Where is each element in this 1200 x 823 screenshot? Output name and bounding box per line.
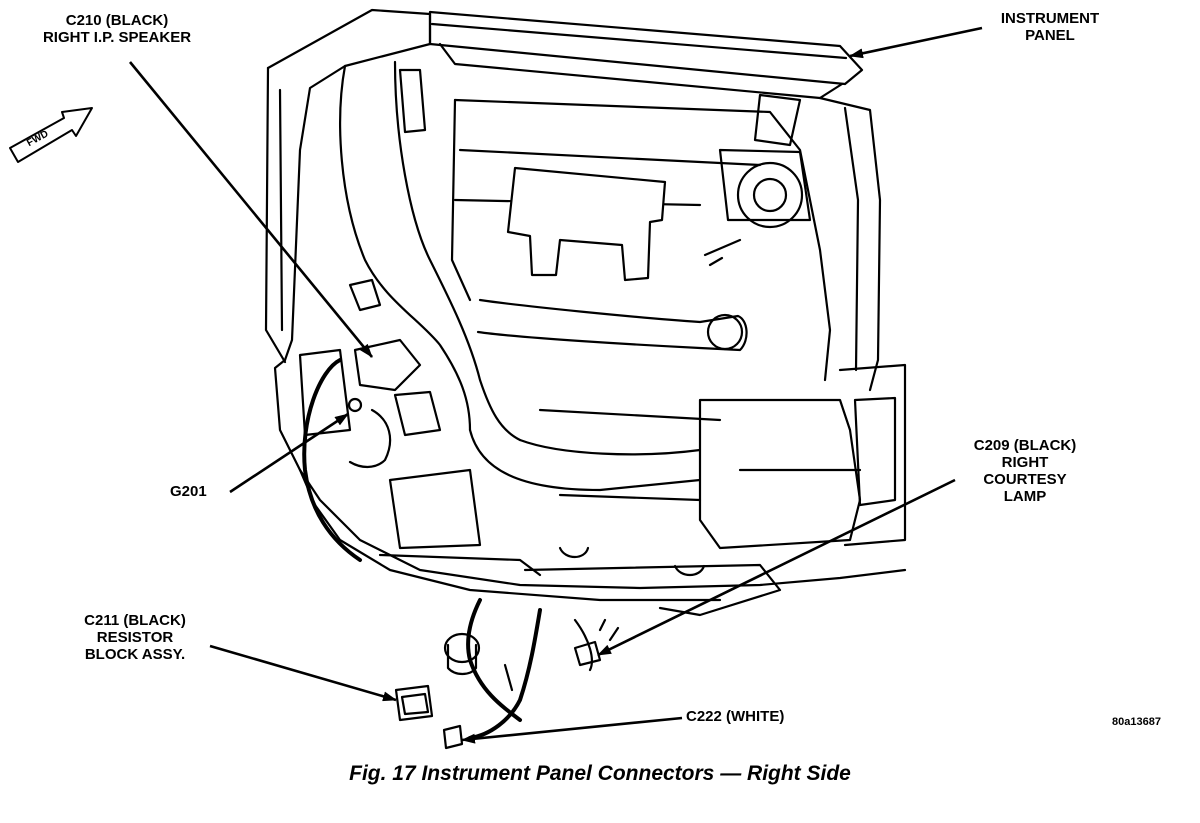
c211-line3: BLOCK ASSY.: [84, 646, 186, 663]
c222-text: C222 (WHITE): [686, 708, 785, 725]
instrument-panel-label: INSTRUMENT PANEL: [985, 10, 1115, 44]
instrument-panel-line2: PANEL: [1025, 27, 1075, 44]
g201-label: G201: [170, 483, 226, 500]
c211-line2: RESISTOR: [96, 629, 174, 646]
c209-line1: C209 (BLACK): [973, 437, 1077, 454]
leader-c209: [597, 478, 956, 657]
c209-line3: COURTESY: [983, 471, 1067, 488]
g201-text: G201: [170, 483, 207, 500]
figure-caption: Fig. 17 Instrument Panel Connectors — Ri…: [349, 762, 851, 785]
c209-label: C209 (BLACK) RIGHT COURTESY LAMP: [940, 437, 1110, 505]
instrument-panel-drawing: [264, 8, 907, 750]
leader-lines: [128, 26, 983, 744]
leader-c222: [461, 716, 683, 744]
c209-line2: RIGHT: [1001, 454, 1049, 471]
c209-line4: LAMP: [1003, 488, 1047, 505]
leader-instrument-panel: [849, 26, 983, 59]
instrument-panel-line1: INSTRUMENT: [1000, 10, 1100, 27]
c211-line1: C211 (BLACK): [84, 612, 186, 629]
c211-label: C211 (BLACK) RESISTOR BLOCK ASSY.: [60, 612, 210, 663]
leader-c211: [209, 644, 397, 702]
c210-label: C210 (BLACK) RIGHT I.P. SPEAKER: [22, 12, 212, 46]
fwd-arrow-icon: FWD: [9, 107, 93, 163]
figure-reference-code: 80a13687: [1112, 716, 1161, 728]
c222-label: C222 (WHITE): [686, 708, 816, 725]
c210-line2: RIGHT I.P. SPEAKER: [42, 29, 192, 46]
leader-g201: [229, 412, 349, 494]
c210-line1: C210 (BLACK): [65, 12, 169, 29]
leader-c210: [128, 61, 374, 358]
